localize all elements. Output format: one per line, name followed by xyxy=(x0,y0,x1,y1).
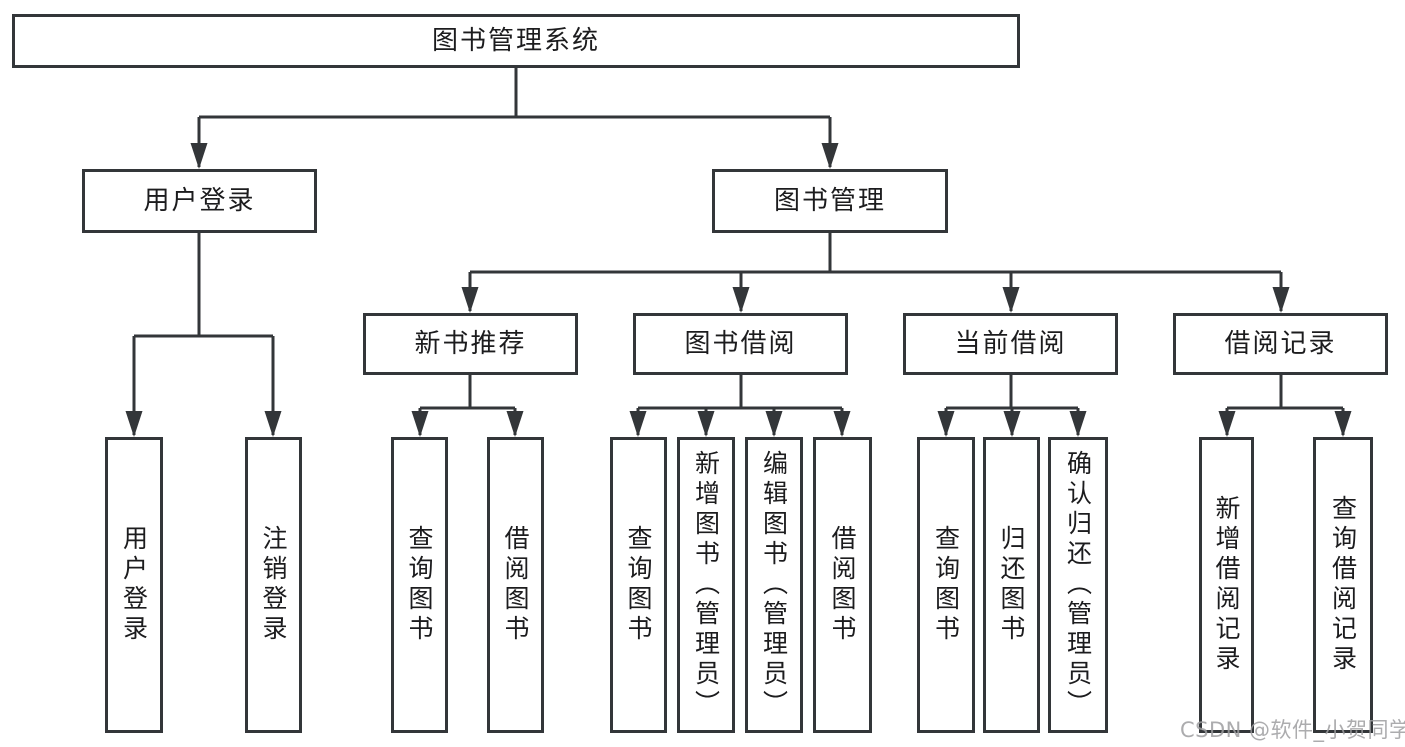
arrowhead-icon xyxy=(411,411,429,437)
node-user-login: 用户登录 xyxy=(82,169,317,233)
node-book-borrow: 图书借阅 xyxy=(633,313,848,375)
node-label: 查询图书 xyxy=(624,525,653,645)
arrowhead-icon xyxy=(461,287,479,313)
node-leaf-cb-return: 归还图书 xyxy=(983,437,1040,733)
node-leaf-br-add: 新增借阅记录 xyxy=(1199,437,1254,733)
node-leaf-cb-query: 查询图书 xyxy=(917,437,975,733)
node-leaf-bb-add: 新增图书（管理员） xyxy=(677,437,735,733)
arrowhead-icon xyxy=(1218,411,1236,437)
node-label: 查询图书 xyxy=(931,525,961,645)
arrowhead-icon xyxy=(732,287,750,313)
arrowhead-icon xyxy=(125,411,143,437)
arrowhead-icon xyxy=(264,411,282,437)
node-label: 用户登录 xyxy=(119,525,149,645)
arrowhead-icon xyxy=(1002,287,1020,313)
arrowhead-icon xyxy=(629,411,647,437)
node-label: 注销登录 xyxy=(259,525,288,645)
node-leaf-logout: 注销登录 xyxy=(245,437,302,733)
node-leaf-br-query: 查询借阅记录 xyxy=(1313,437,1373,733)
node-label: 查询借阅记录 xyxy=(1328,495,1358,675)
arrowhead-icon xyxy=(1003,411,1021,437)
arrowhead-icon xyxy=(506,411,524,437)
arrowhead-icon xyxy=(937,411,955,437)
node-label: 借阅图书 xyxy=(501,525,530,645)
node-current-borrow: 当前借阅 xyxy=(903,313,1118,375)
arrowhead-icon xyxy=(1069,411,1087,437)
arrowhead-icon xyxy=(697,411,715,437)
node-leaf-bb-borrow: 借阅图书 xyxy=(813,437,872,733)
node-borrow-records: 借阅记录 xyxy=(1173,313,1388,375)
node-label: 确认归还（管理员） xyxy=(1063,450,1093,720)
node-label: 新书推荐 xyxy=(414,329,527,359)
arrowhead-icon xyxy=(1272,287,1290,313)
node-label: 图书管理 xyxy=(773,186,886,216)
node-new-book-recommend: 新书推荐 xyxy=(363,313,578,375)
node-label: 编辑图书（管理员） xyxy=(759,450,789,720)
node-leaf-bb-query: 查询图书 xyxy=(610,437,667,733)
node-label: 图书管理系统 xyxy=(431,26,600,56)
node-book-management: 图书管理 xyxy=(712,169,948,233)
node-label: 新增图书（管理员） xyxy=(691,450,721,720)
node-root: 图书管理系统 xyxy=(12,14,1020,68)
node-label: 借阅记录 xyxy=(1224,329,1337,359)
node-leaf-nb-borrow: 借阅图书 xyxy=(487,437,544,733)
node-label: 图书借阅 xyxy=(684,329,797,359)
node-label: 借阅图书 xyxy=(828,525,857,645)
arrowhead-icon xyxy=(190,143,208,169)
arrowhead-icon xyxy=(1334,411,1352,437)
node-leaf-nb-query: 查询图书 xyxy=(391,437,448,733)
node-label: 当前借阅 xyxy=(954,329,1067,359)
arrowhead-icon xyxy=(833,411,851,437)
node-label: 归还图书 xyxy=(997,525,1026,645)
node-leaf-bb-edit: 编辑图书（管理员） xyxy=(745,437,803,733)
arrowhead-icon xyxy=(821,143,839,169)
node-leaf-user-login: 用户登录 xyxy=(105,437,163,733)
node-label: 新增借阅记录 xyxy=(1212,495,1241,675)
arrowhead-icon xyxy=(765,411,783,437)
node-leaf-cb-confirm: 确认归还（管理员） xyxy=(1048,437,1108,733)
node-label: 用户登录 xyxy=(143,186,256,216)
node-label: 查询图书 xyxy=(405,525,434,645)
watermark: CSDN @软件_小贺同学 xyxy=(1180,718,1405,742)
